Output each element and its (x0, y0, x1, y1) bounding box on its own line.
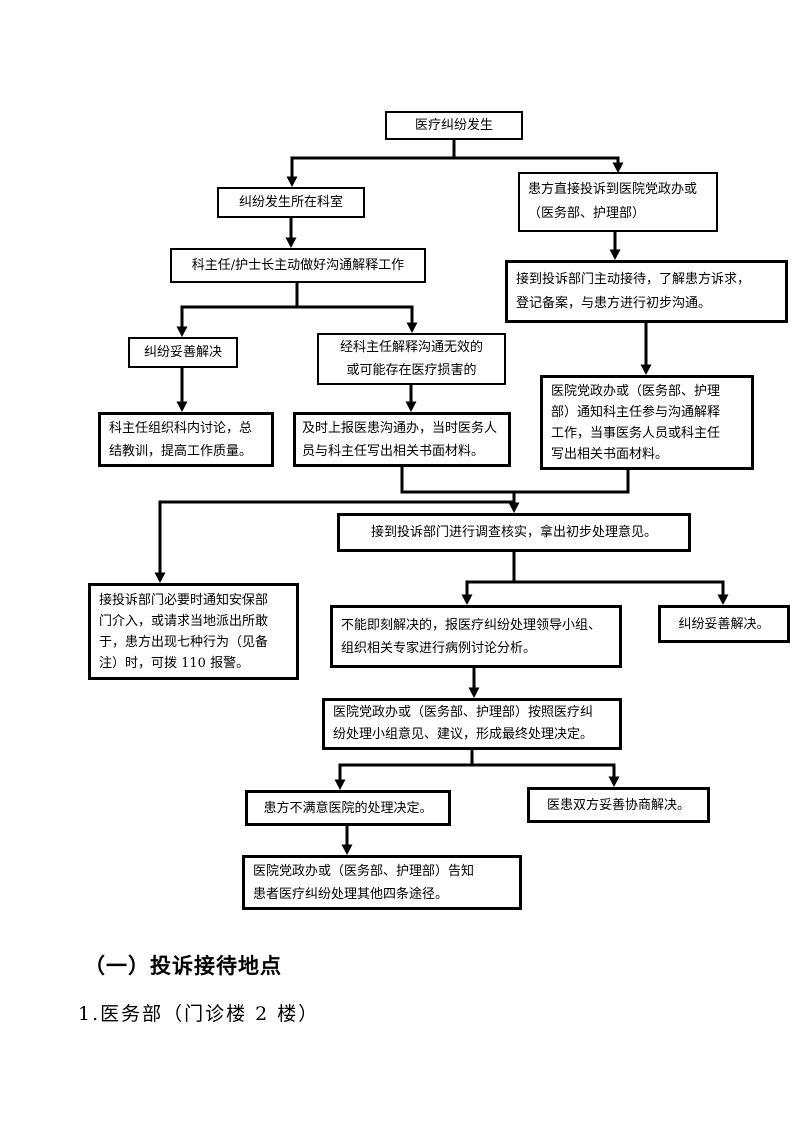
flow-node-ineffective: 经科主任解释沟通无效的 或可能存在医疗损害的 (317, 333, 506, 385)
flow-node-final-decision: 医院党政办或（医务部、护理部）按照医疗纠 纷处理小组意见、建议，形成最终处理决定… (322, 698, 622, 750)
flow-node-dept-review: 科主任组织科内讨论，总 结教训，提高工作质量。 (98, 412, 274, 467)
flow-node-security: 接投诉部门必要时通知安保部 门介入，或请求当地派出所敢 于，患方出现七种行为（见… (88, 583, 299, 680)
section-heading: （一）投诉接待地点 (84, 954, 282, 978)
flow-node-resolved: 纠纷妥善解决 (128, 337, 238, 368)
flow-node-reception: 接到投诉部门主动接待，了解患方诉求， 登记备案，与患方进行初步沟通。 (505, 260, 788, 323)
flow-node-start: 医疗纠纷发生 (385, 111, 523, 140)
flow-node-other-channels: 医院党政办或（医务部、护理部）告知 患者医疗纠纷处理其他四条途径。 (242, 855, 522, 910)
section-list-item-1: 1.医务部（门诊楼 2 楼） (78, 1003, 320, 1025)
flow-node-direct-complaint: 患方直接投诉到医院党政办或 （医务部、护理部） (518, 172, 718, 232)
flow-node-communicate: 科主任/护士长主动做好沟通解释工作 (170, 248, 426, 283)
flow-node-resolved-final: 纠纷妥善解决。 (658, 605, 790, 643)
flow-node-unsatisfied: 患方不满意医院的处理决定。 (245, 790, 451, 826)
flow-node-expert-panel: 不能即刻解决的，报医疗纠纷处理领导小组、 组织相关专家进行病例讨论分析。 (330, 605, 622, 668)
flow-node-dept: 纠纷发生所在科室 (217, 187, 365, 218)
flow-node-notify-director: 医院党政办或（医务部、护理 部）通知科主任参与沟通解释 工作，当事医务人员或科主… (540, 375, 754, 470)
flow-node-negotiated: 医患双方妥善协商解决。 (527, 787, 710, 823)
flow-node-report-office: 及时上报医患沟通办，当时医务人 员与科主任写出相关书面材料。 (293, 412, 511, 467)
flow-node-investigate: 接到投诉部门进行调查核实，拿出初步处理意见。 (337, 513, 691, 552)
